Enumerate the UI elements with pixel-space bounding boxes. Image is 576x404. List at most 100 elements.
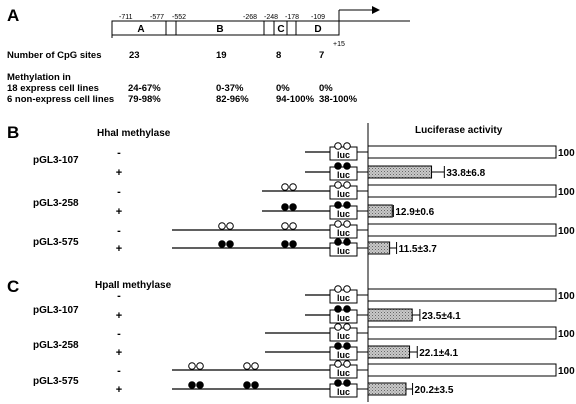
cpg-count: 23 — [129, 50, 140, 61]
data-label: 22.1±4.1 — [419, 348, 458, 359]
position-tick: -268 — [243, 14, 257, 21]
activity-bar — [367, 204, 393, 218]
methylation-sign: - — [117, 290, 121, 302]
methylated-cpg-icon — [334, 238, 342, 246]
cpg-count: 7 — [319, 50, 324, 61]
unmethylated-cpg-icon — [343, 142, 351, 150]
methylated-cpg-icon — [188, 381, 196, 389]
construct-label: pGL3-107 — [33, 155, 79, 166]
unmethylated-cpg-icon — [334, 360, 342, 368]
luc-label: luc — [337, 368, 350, 378]
transcription-start-arrow-icon — [372, 6, 380, 14]
construct-label: pGL3-575 — [33, 376, 79, 387]
methylation-sign: - — [117, 225, 121, 237]
luc-label: luc — [337, 293, 350, 303]
data-label: 100 — [558, 329, 575, 340]
region-label: C — [277, 24, 284, 35]
luc-label: luc — [337, 313, 350, 323]
methylation-sign: - — [117, 147, 121, 159]
activity-bar — [367, 363, 557, 377]
activity-bar — [367, 241, 391, 255]
promoter-map — [111, 6, 410, 38]
methylation-heading: Methylation in — [7, 72, 71, 83]
methylated-cpg-icon — [343, 379, 351, 387]
unmethylated-cpg-icon — [343, 360, 351, 368]
unmethylated-cpg-icon — [218, 222, 226, 230]
luc-label: luc — [337, 209, 350, 219]
activity-bar — [367, 145, 557, 159]
methylated-cpg-icon — [218, 240, 226, 248]
methylated-cpg-icon — [243, 381, 251, 389]
panel-a-label: A — [7, 6, 19, 25]
unmethylated-cpg-icon — [289, 183, 297, 191]
luc-label: luc — [337, 170, 350, 180]
unmethylated-cpg-icon — [226, 222, 234, 230]
methylated-cpg-icon — [343, 162, 351, 170]
data-label: 100 — [558, 226, 575, 237]
activity-bar — [367, 184, 557, 198]
methylation-sign: + — [116, 347, 122, 359]
activity-bar — [367, 326, 557, 340]
data-label: 100 — [558, 366, 575, 377]
data-label: 33.8±6.8 — [446, 168, 485, 179]
methylated-cpg-icon — [334, 379, 342, 387]
methylation-sign: + — [116, 310, 122, 322]
methylated-cpg-icon — [334, 201, 342, 209]
data-label: 23.5±4.1 — [422, 311, 461, 322]
unmethylated-cpg-icon — [251, 362, 259, 370]
cpg-count: 19 — [216, 50, 227, 61]
panel-b-label: B — [7, 123, 19, 142]
methylated-cpg-icon — [281, 203, 289, 211]
position-tick: -248 — [264, 14, 278, 21]
unmethylated-cpg-icon — [343, 323, 351, 331]
unmethylated-cpg-icon — [334, 142, 342, 150]
methylated-cpg-icon — [251, 381, 259, 389]
unmethylated-cpg-icon — [343, 220, 351, 228]
activity-bar — [367, 223, 557, 237]
unmethylated-cpg-icon — [343, 285, 351, 293]
construct-label: pGL3-575 — [33, 237, 79, 248]
activity-bar — [367, 382, 407, 396]
unmethylated-cpg-icon — [334, 181, 342, 189]
methylated-cpg-icon — [196, 381, 204, 389]
methylation-sign: + — [116, 384, 122, 396]
cpg-heading: Number of CpG sites — [7, 50, 102, 61]
methylation-sign: - — [117, 186, 121, 198]
data-label: 100 — [558, 291, 575, 302]
activity-bar — [367, 308, 413, 322]
luc-label: luc — [337, 246, 350, 256]
region-label: B — [216, 24, 223, 35]
position-tick: -109 — [311, 14, 325, 21]
position-tick: -577 — [150, 14, 164, 21]
unmethylated-cpg-icon — [196, 362, 204, 370]
methylation-value: 79-98% — [128, 94, 161, 105]
region-label: A — [137, 24, 144, 35]
luc-label: luc — [337, 387, 350, 397]
activity-bar — [367, 288, 557, 302]
methylated-cpg-icon — [289, 203, 297, 211]
methylation-sign: + — [116, 206, 122, 218]
methylation-value: 38-100% — [319, 94, 358, 105]
data-label: 100 — [558, 148, 575, 159]
luc-label: luc — [337, 350, 350, 360]
unmethylated-cpg-icon — [281, 222, 289, 230]
construct-label: pGL3-258 — [33, 198, 79, 209]
methylation-value: 24-67% — [128, 83, 161, 94]
unmethylated-cpg-icon — [281, 183, 289, 191]
data-label: 100 — [558, 187, 575, 198]
panel-c-label: C — [7, 277, 19, 296]
methylated-cpg-icon — [343, 305, 351, 313]
unmethylated-cpg-icon — [334, 285, 342, 293]
position-ticks: -711 -577 -552 -268 -248 -178 -109 +15 — [119, 14, 345, 48]
data-label: 12.9±0.6 — [395, 207, 434, 218]
methylation-sign: + — [116, 167, 122, 179]
position-tick: -552 — [172, 14, 186, 21]
methylation-sign: + — [116, 243, 122, 255]
hhai-methylase-label: HhaI methylase — [97, 128, 171, 139]
hpaii-methylase-label: HpaII methylase — [95, 280, 172, 291]
region-labels: A B C D — [137, 24, 321, 35]
data-label: 11.5±3.7 — [399, 244, 438, 255]
methylated-cpg-icon — [334, 342, 342, 350]
luciferase-activity-heading: Luciferase activity — [415, 125, 503, 136]
